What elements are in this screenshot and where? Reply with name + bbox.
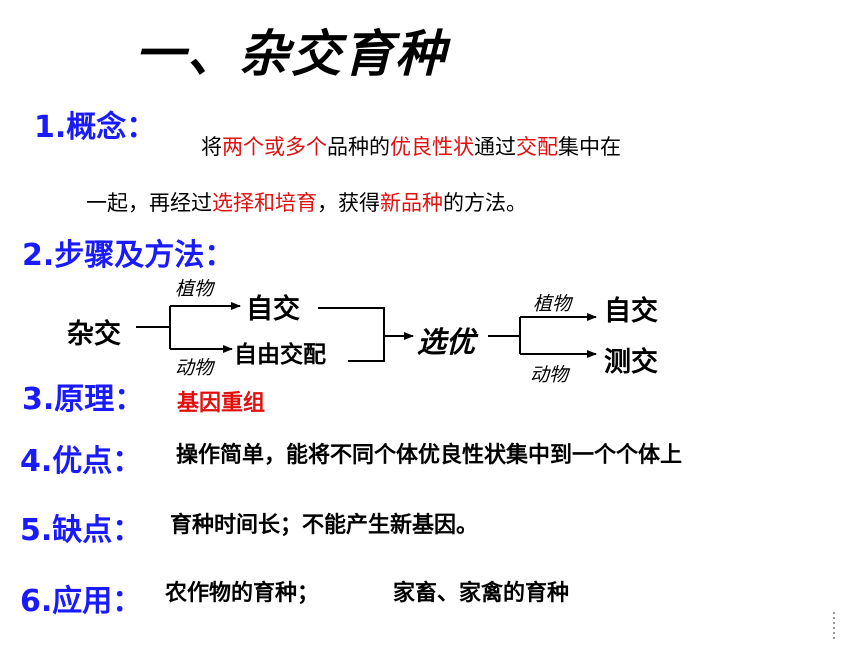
node-result-test: 测交 (604, 347, 658, 378)
connector-self-cross-merge (318, 307, 385, 327)
concept-text: 集中在 (558, 135, 621, 159)
concept-highlight: 两个或多个 (222, 135, 327, 159)
node-result-self: 自交 (604, 296, 658, 327)
concept-text: 将 (201, 135, 222, 159)
concept-highlight: 交配 (516, 135, 558, 159)
application-heading: 6.应用： (20, 584, 143, 619)
concept-text: 一起，再经过 (86, 191, 212, 215)
label-plant: 植物 (175, 278, 214, 300)
principle-heading: 3.原理： (22, 382, 145, 417)
application-text-livestock: 家畜、家禽的育种 (393, 581, 570, 606)
dotted-divider (833, 612, 835, 642)
application-text-crops: 农作物的育种； (165, 581, 320, 606)
concept-text: ，获得 (317, 191, 380, 215)
label-plant-2: 植物 (533, 293, 572, 315)
concept-text: 品种的 (327, 135, 390, 159)
label-animal-2: 动物 (530, 364, 569, 386)
advantage-text: 操作简单，能将不同个体优良性状集中到一个个体上 (176, 443, 683, 468)
concept-highlight: 优良性状 (390, 135, 474, 159)
label-animal: 动物 (175, 357, 214, 379)
advantage-heading: 4.优点： (20, 444, 143, 479)
node-free-mating: 自由交配 (234, 342, 326, 368)
disadvantage-text: 育种时间长；不能产生新基因。 (170, 513, 479, 538)
concept-line-1: 将两个或多个品种的优良性状通过交配集中在 (201, 131, 621, 161)
node-self-cross: 自交 (246, 294, 300, 325)
concept-highlight: 选择和培育 (212, 191, 317, 215)
concept-text: 的方法。 (443, 191, 527, 215)
node-select: 选优 (417, 325, 476, 359)
concept-text: 通过 (474, 135, 516, 159)
concept-highlight: 新品种 (380, 191, 443, 215)
steps-heading: 2.步骤及方法： (22, 238, 235, 273)
principle-text: 基因重组 (177, 391, 266, 416)
concept-line-2: 一起，再经过选择和培育，获得新品种的方法。 (86, 187, 527, 217)
node-hybrid: 杂交 (67, 319, 121, 350)
page-title: 一、杂交育种 (135, 25, 447, 83)
disadvantage-heading: 5.缺点： (20, 513, 143, 548)
connector-free-mating-merge (348, 327, 385, 362)
concept-heading: 1.概念： (34, 110, 157, 145)
